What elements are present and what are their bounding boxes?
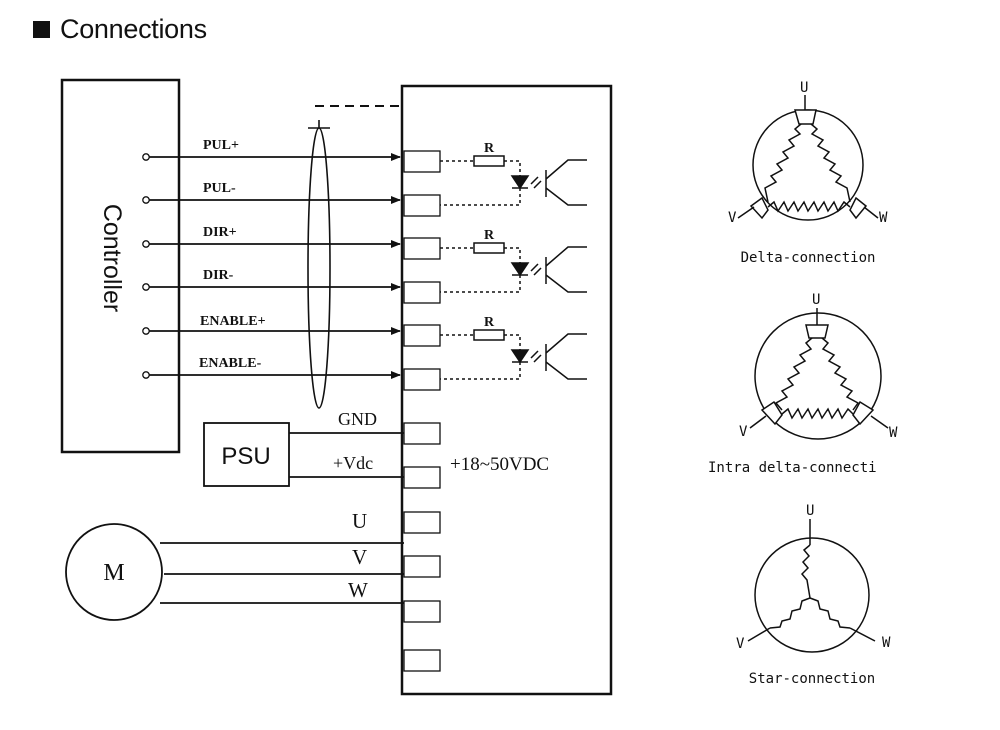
terminal-block: [403, 150, 441, 672]
star-connection-diagram: [747, 519, 876, 653]
signal-label: PUL-: [203, 181, 236, 196]
motor-block: M U V W: [65, 509, 404, 621]
shield-cable: [307, 120, 331, 409]
delta-v-label: V: [728, 210, 737, 226]
signal-label: DIR+: [203, 225, 237, 240]
section-header: Connections: [33, 12, 207, 46]
square-bullet-icon: [33, 20, 50, 38]
resistor-label: R: [484, 141, 495, 156]
resistor-label: R: [484, 228, 495, 243]
controller-block: Controller: [60, 78, 181, 454]
delta-w-label: W: [879, 210, 888, 226]
star-v-label: V: [736, 636, 745, 652]
intra-delta-caption: Intra delta-connecti: [708, 460, 877, 476]
resistor-label: R: [484, 315, 495, 330]
delta-connection-diagram: [737, 95, 879, 221]
optocoupler-circuits: [440, 155, 587, 380]
phase-label-v: V: [352, 545, 367, 569]
driver-block: [315, 84, 613, 696]
signal-label: DIR-: [203, 268, 234, 283]
phase-label-u: U: [352, 509, 367, 533]
signal-label: ENABLE-: [199, 356, 262, 371]
intra-delta-w-label: W: [889, 425, 898, 441]
psu-block: PSU GND +Vdc +18~50VDC: [203, 409, 549, 487]
delta-u-label: U: [800, 80, 808, 96]
intra-delta-v-label: V: [739, 424, 748, 440]
psu-label: PSU: [221, 443, 270, 470]
voltage-range-label: +18~50VDC: [450, 454, 549, 475]
controller-label: Controller: [98, 204, 126, 312]
signal-label: PUL+: [203, 138, 239, 153]
gnd-label: GND: [338, 409, 377, 429]
signal-label: ENABLE+: [200, 314, 266, 329]
intra-delta-u-label: U: [812, 292, 820, 308]
star-caption: Star-connection: [749, 671, 875, 687]
section-title: Connections: [60, 13, 207, 44]
signal-lines: [142, 153, 401, 379]
phase-label-w: W: [348, 578, 368, 602]
star-u-label: U: [806, 503, 814, 519]
delta-caption: Delta-connection: [741, 250, 876, 266]
motor-label: M: [103, 560, 124, 586]
vdc-label: +Vdc: [333, 453, 373, 473]
star-w-label: W: [882, 635, 891, 651]
intra-delta-connection-diagram: [749, 308, 889, 440]
